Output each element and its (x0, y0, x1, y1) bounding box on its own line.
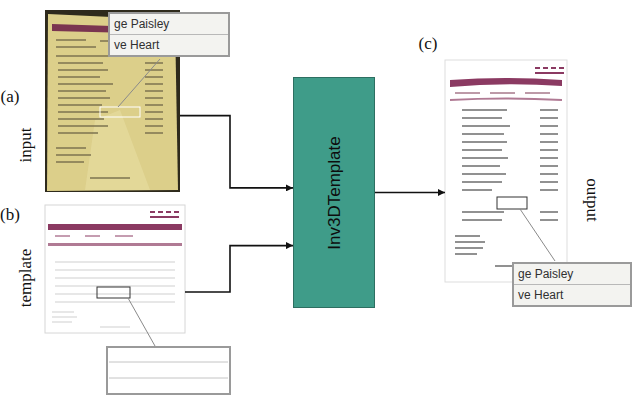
zoom-lines (109, 362, 228, 378)
text-rows (455, 110, 558, 266)
panel-letter: (c) (419, 35, 438, 52)
process-label: Inv3DTemplate (326, 136, 343, 249)
logo (150, 212, 179, 217)
zoom-marker (97, 287, 130, 298)
flow-arrow (180, 116, 293, 188)
header-fields (455, 93, 550, 94)
header-band (48, 224, 182, 230)
flow-arrow (185, 246, 293, 292)
leader-line (118, 59, 160, 107)
zoom-text: ve Heart (514, 285, 630, 305)
header-band (450, 78, 562, 87)
template-page (45, 205, 230, 394)
panel-letter: (b) (0, 206, 20, 223)
page (45, 205, 185, 333)
table-head (450, 99, 562, 101)
template-image: (b)template (45, 205, 185, 333)
page (445, 60, 567, 282)
zoom-text: ge Paisley (514, 264, 630, 285)
table-rows (52, 262, 175, 327)
panel-label: input (17, 128, 34, 163)
zoom-text: ve Heart (110, 35, 228, 55)
zoom-callout: ge Paisleyve Heart (108, 12, 230, 57)
zoom-marker (497, 197, 527, 209)
leader-line (520, 209, 555, 261)
panel-label: template (17, 249, 34, 308)
panel-letter: (a) (1, 88, 20, 105)
zoom-marker (100, 107, 140, 117)
process-box: Inv3DTemplate (293, 77, 375, 308)
table-head (48, 243, 182, 246)
leader-line (128, 298, 155, 346)
header-fields (55, 236, 133, 237)
panel-label: output (584, 178, 601, 221)
output-image: (c)output (445, 60, 567, 282)
zoom-box (107, 347, 230, 394)
logo (535, 68, 564, 73)
zoom-callout: ge Paisleyve Heart (512, 262, 632, 307)
text-rows (56, 40, 166, 178)
flow-arrow (375, 192, 445, 194)
zoom-text: ge Paisley (110, 14, 228, 35)
output-page (445, 60, 567, 282)
